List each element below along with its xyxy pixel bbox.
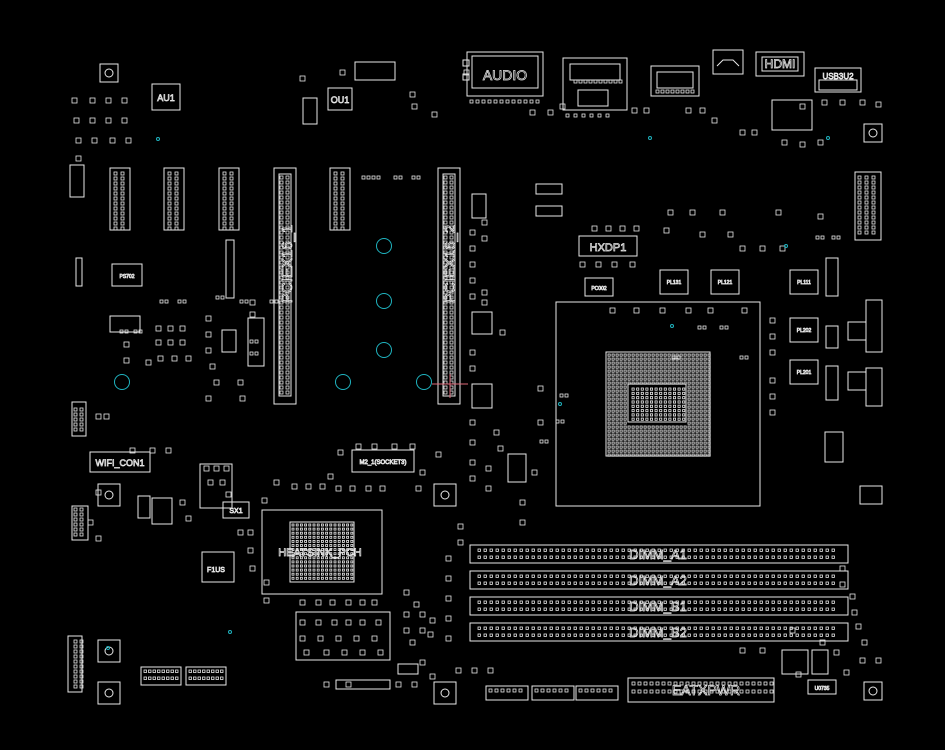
pl201-label: PL201 (797, 370, 812, 376)
lan-connector (562, 57, 628, 111)
wifi-label: WIFI_CON1 (95, 458, 144, 468)
pl131-label: PL131 (667, 280, 682, 286)
dimm-b1-label: DIMM_B1 (629, 599, 687, 614)
header-block-2 (163, 167, 185, 231)
au1-label: AU1 (157, 93, 175, 103)
usb-connector (814, 67, 862, 93)
pl111-label: PL111 (797, 280, 811, 286)
m2-slot (351, 449, 415, 473)
heatsink-label: HEATSINK_PCH (278, 547, 362, 559)
ps702-label: PS702 (119, 274, 134, 280)
wifi-connector (89, 451, 151, 473)
m2-label: M2_1(SOCKET3) (359, 460, 406, 466)
header-block-1 (109, 167, 131, 231)
audio-label: AUDIO (483, 67, 527, 83)
dimm-slot-a2 (469, 570, 849, 590)
dimm-a2-label: DIMM_A2 (629, 573, 687, 588)
pcie1-label: PCIEX16_1 (279, 225, 296, 303)
usb-label: USB3U2 (822, 72, 854, 81)
atx-label: EATXPWR (672, 682, 740, 698)
vga-connector (712, 49, 744, 75)
pcie2-label: PCIEX16_2 (442, 225, 459, 303)
hdmi-connector (755, 51, 805, 77)
pcie-slot-1 (273, 167, 297, 405)
au1-chip (151, 83, 181, 111)
hxdp1-connector (578, 235, 638, 257)
pc002-label: PC002 (591, 286, 607, 292)
dimm-slot-b1 (469, 596, 849, 616)
u0735-label: U0735 (815, 686, 830, 692)
pch-heatsink (261, 509, 383, 595)
sx1-label: SX1 (229, 508, 242, 515)
dimm-a1-label: DIMM_A1 (629, 547, 687, 562)
header-block-3 (218, 167, 240, 231)
audio-connector (462, 51, 544, 97)
hdmi-label: HDMI (765, 57, 796, 71)
dp-connector (650, 65, 700, 97)
dimm-b2-label: DIMM_B2 (629, 625, 687, 640)
ou1-chip (327, 87, 353, 111)
atx-power-connector (627, 677, 775, 703)
dimm-slot-b2 (469, 622, 849, 642)
pcie-slot-2 (437, 167, 461, 405)
hxdp1-label: HXDP1 (590, 242, 627, 254)
header-block-4 (329, 167, 351, 231)
pl121-label: PL121 (718, 280, 733, 286)
f1us-label: F1US (207, 567, 225, 574)
dimm-slot-a1 (469, 544, 849, 564)
ou1-label: OU1 (331, 95, 350, 105)
pl202-label: PL202 (797, 328, 812, 334)
